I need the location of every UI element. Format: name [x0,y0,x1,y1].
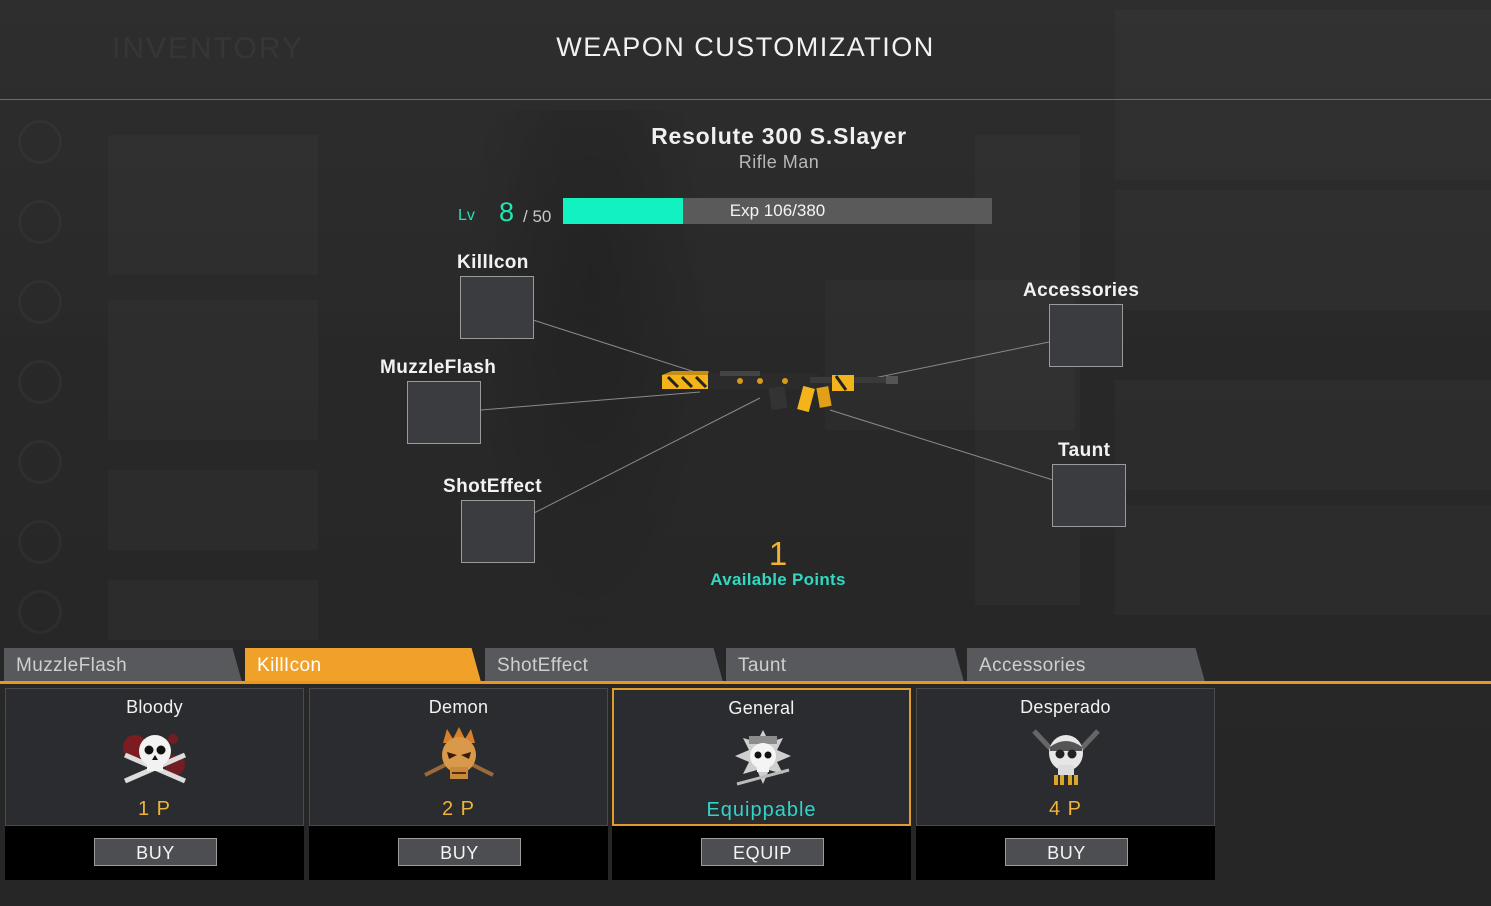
item-card-bloody[interactable]: Bloody 1 P BUY [5,688,304,880]
level-max: / 50 [523,207,552,226]
item-card-panel: General Equippable [612,688,911,826]
item-cost: 4 P [1048,798,1083,820]
item-name: Desperado [1020,697,1111,717]
tab-shoteffect[interactable]: ShotEffect [485,648,723,682]
exp-text: Exp 106/380 [729,201,826,220]
item-card-panel: Demon 2 P [309,688,608,826]
exp-bar: Exp 106/380 [563,198,992,224]
desperado-skull-icon [1032,729,1100,785]
exp-bar-fill [563,198,683,224]
item-card-general[interactable]: General Equippable EQUIP [612,688,911,880]
item-cost: 2 P [441,798,476,820]
background-title: INVENTORY [112,32,304,65]
bloody-skull-icon [123,734,186,784]
tab-accessories[interactable]: Accessories [967,648,1205,682]
equip-button[interactable]: EQUIP [701,838,824,866]
item-card-panel: Desperado 4 P [916,688,1215,826]
level-label: Lv [458,207,475,224]
item-card-panel: Bloody 1 P [5,688,304,826]
buy-button[interactable]: BUY [398,838,521,866]
weapon-name: Resolute 300 S.Slayer [651,123,907,149]
item-name: General [728,698,795,718]
item-name: Demon [428,697,489,717]
slot-muzzleflash[interactable] [407,381,481,444]
tab-taunt[interactable]: Taunt [726,648,964,682]
buy-button[interactable]: BUY [94,838,217,866]
background-side-rail [0,100,80,906]
demon-skull-icon [424,727,494,779]
slot-label-muzzleflash: MuzzleFlash [380,357,497,378]
weapon-image [662,371,898,413]
header: WEAPON CUSTOMIZATION [0,0,1491,100]
slot-label-shoteffect: ShotEffect [443,476,542,497]
tab-killicon[interactable]: KillIcon [245,648,481,682]
slot-label-killicon: KillIcon [457,252,529,273]
slot-label-taunt: Taunt [1058,440,1111,461]
slot-killicon[interactable] [460,276,534,339]
slot-shoteffect[interactable] [461,500,535,563]
slot-taunt[interactable] [1052,464,1126,527]
level-value: 8 [499,197,515,227]
item-cost: 1 P [137,798,172,820]
available-points-label: Available Points [710,570,846,589]
item-card-demon[interactable]: Demon 2 P BUY [309,688,608,880]
general-skull-icon [735,730,791,786]
weapon-class: Rifle Man [738,152,820,172]
item-name: Bloody [126,697,183,717]
available-points-value: 1 [768,535,788,572]
item-status: Equippable [706,799,817,821]
slot-label-accessories: Accessories [1023,280,1140,301]
page-title: WEAPON CUSTOMIZATION [556,32,935,62]
slot-accessories[interactable] [1049,304,1123,367]
item-card-desperado[interactable]: Desperado 4 P BUY [916,688,1215,880]
buy-button[interactable]: BUY [1005,838,1128,866]
category-tabs: MuzzleFlash KillIcon ShotEffect Taunt Ac… [0,648,1491,684]
tab-muzzleflash[interactable]: MuzzleFlash [4,648,242,682]
tab-underline [0,681,1491,684]
